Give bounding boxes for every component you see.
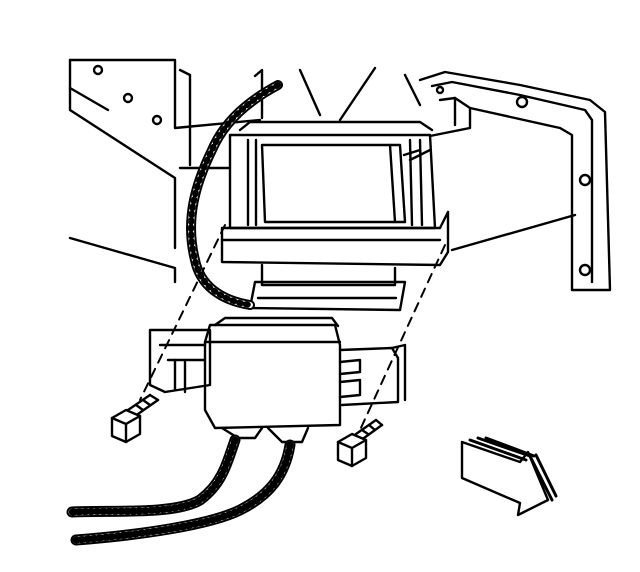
bracket-hole	[578, 263, 592, 277]
panel-hole	[151, 114, 163, 126]
housing-panel	[68, 58, 422, 284]
direction-arrow-icon	[460, 436, 558, 517]
bracket-hole	[435, 85, 445, 95]
mounting-bolt	[336, 418, 384, 468]
blower-case	[220, 120, 450, 312]
panel-hole	[92, 64, 104, 76]
panel-hole	[122, 92, 134, 104]
mounting-bolt	[110, 393, 160, 444]
mounting-bracket	[418, 70, 612, 292]
control-module	[148, 316, 407, 444]
exploded-view-guide-lines	[139, 224, 446, 431]
wiring-harness	[186, 80, 283, 310]
wiring-harness	[66, 434, 296, 546]
bracket-hole	[578, 173, 592, 187]
bracket-hole	[515, 95, 529, 109]
